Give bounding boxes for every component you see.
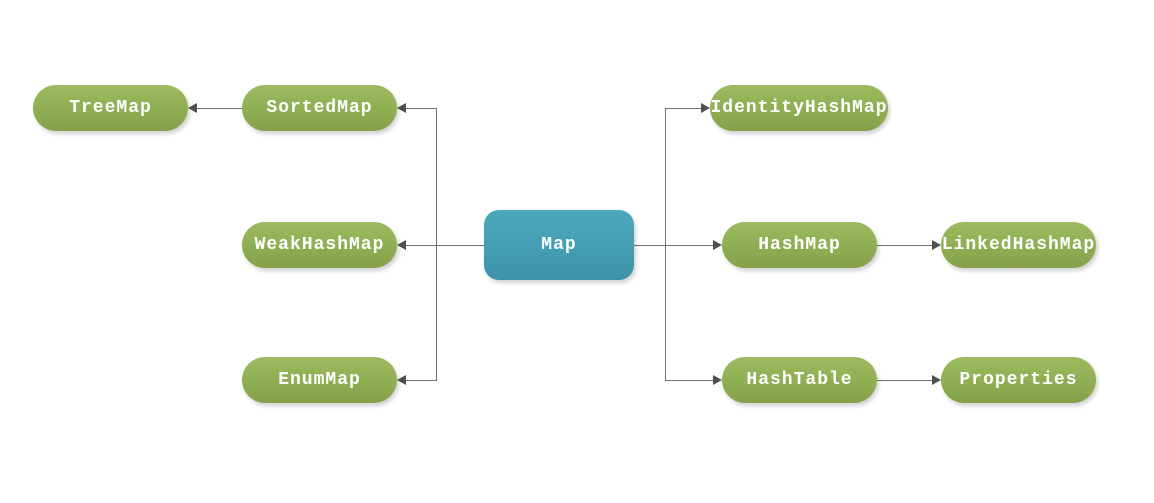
edge-map-to-sortedmap-line [406, 108, 437, 109]
node-weakhashmap: WeakHashMap [242, 222, 397, 268]
edge-sortedmap-to-treemap-arrowhead-icon [188, 103, 197, 113]
node-weakhashmap-label: WeakHashMap [254, 235, 385, 255]
node-identityhashmap: IdentityHashMap [710, 85, 888, 131]
node-enummap-label: EnumMap [278, 370, 361, 390]
node-sortedmap: SortedMap [242, 85, 397, 131]
edge-map-to-hashmap-line [634, 245, 713, 246]
node-enummap: EnumMap [242, 357, 397, 403]
right-branch-vertical-line [665, 108, 666, 380]
edge-hashtable-to-properties-arrowhead-icon [932, 375, 941, 385]
edge-hashmap-to-linkedhashmap-arrowhead-icon [932, 240, 941, 250]
node-treemap-label: TreeMap [69, 98, 152, 118]
node-hashtable: HashTable [722, 357, 877, 403]
edge-map-to-enummap-line [406, 380, 437, 381]
node-hashmap: HashMap [722, 222, 877, 268]
node-hashtable-label: HashTable [746, 370, 853, 390]
node-properties-label: Properties [959, 370, 1078, 390]
edge-map-to-weakhashmap-line [406, 245, 484, 246]
edge-hashtable-to-properties-line [877, 380, 933, 381]
edge-hashmap-to-linkedhashmap-line [877, 245, 933, 246]
edge-sortedmap-to-treemap-line [197, 108, 242, 109]
node-hashmap-label: HashMap [758, 235, 841, 255]
edge-map-to-sortedmap-arrowhead-icon [397, 103, 406, 113]
node-map: Map [484, 210, 634, 280]
node-identityhashmap-label: IdentityHashMap [710, 98, 888, 118]
node-map-label: Map [541, 235, 577, 255]
left-branch-vertical-line [436, 108, 437, 380]
node-linkedhashmap: LinkedHashMap [941, 222, 1096, 268]
edge-map-to-identityhashmap-arrowhead-icon [701, 103, 710, 113]
node-properties: Properties [941, 357, 1096, 403]
node-treemap: TreeMap [33, 85, 188, 131]
edge-map-to-enummap-arrowhead-icon [397, 375, 406, 385]
node-linkedhashmap-label: LinkedHashMap [941, 235, 1096, 255]
edge-map-to-weakhashmap-arrowhead-icon [397, 240, 406, 250]
edge-map-to-hashtable-arrowhead-icon [713, 375, 722, 385]
edge-map-to-identityhashmap-line [665, 108, 701, 109]
edge-map-to-hashmap-arrowhead-icon [713, 240, 722, 250]
edge-map-to-hashtable-line [665, 380, 713, 381]
node-sortedmap-label: SortedMap [266, 98, 373, 118]
